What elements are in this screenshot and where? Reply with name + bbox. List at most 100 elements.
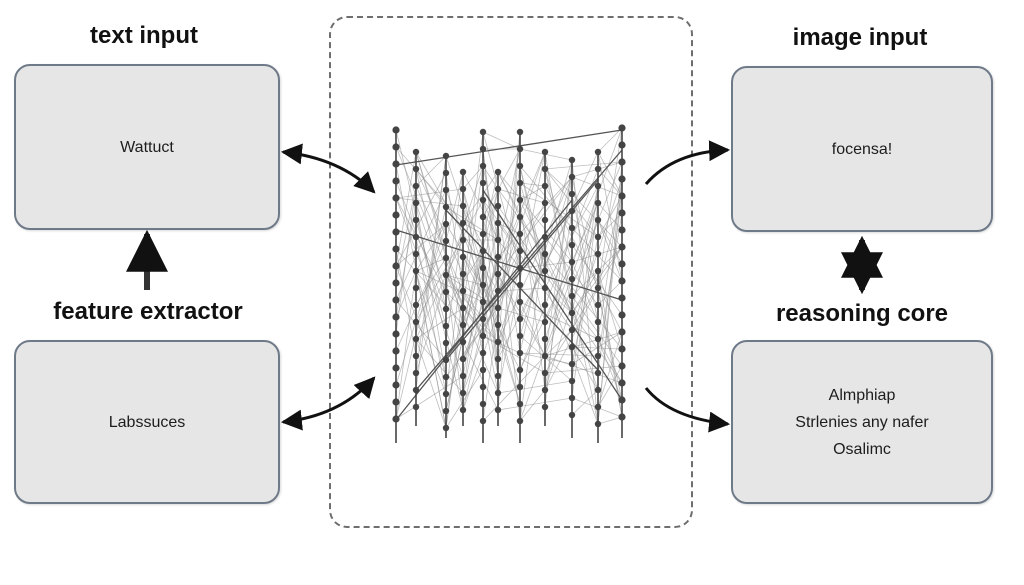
- network-edge: [395, 172, 447, 267]
- network-node: [412, 267, 420, 275]
- network-edge: [462, 341, 499, 411]
- network-node: [479, 417, 487, 425]
- network-edge: [519, 389, 546, 422]
- network-node: [442, 203, 450, 211]
- network-edge: [497, 188, 546, 204]
- network-node: [392, 228, 400, 236]
- network-edge: [571, 346, 599, 391]
- network-edge: [544, 329, 573, 357]
- network-node: [618, 192, 626, 200]
- network-node: [412, 403, 420, 411]
- network-node: [541, 318, 549, 326]
- network-node: [459, 406, 467, 414]
- network-edge: [462, 171, 499, 326]
- network-node: [618, 243, 626, 251]
- network-edge: [544, 159, 573, 408]
- network-node: [618, 396, 626, 404]
- network-node: [442, 169, 450, 177]
- network-edge: [497, 151, 546, 394]
- network-node: [618, 362, 626, 370]
- network-node: [541, 148, 549, 156]
- network-edge: [497, 171, 521, 218]
- network-node: [494, 304, 502, 312]
- network-node: [442, 322, 450, 330]
- network-node: [442, 271, 450, 279]
- network-node: [494, 202, 502, 210]
- network-edge: [415, 151, 484, 269]
- network-node: [459, 236, 467, 244]
- network-nodes: [392, 124, 626, 432]
- network-node: [412, 165, 420, 173]
- network-node: [516, 196, 524, 204]
- network-edge: [597, 161, 623, 221]
- network-edge: [571, 312, 599, 391]
- image-input-box-label: focensa!: [831, 140, 893, 158]
- network-node: [442, 237, 450, 245]
- network-edge: [415, 257, 447, 306]
- network-node: [516, 247, 524, 255]
- network-edge: [415, 270, 484, 303]
- network-node: [594, 267, 602, 275]
- network-edge: [571, 295, 623, 367]
- network-node: [594, 420, 602, 428]
- network-node: [568, 360, 576, 368]
- network-node: [516, 230, 524, 238]
- network-edge: [597, 178, 623, 340]
- network-edge: [544, 168, 573, 195]
- network-edge: [395, 151, 417, 267]
- feature-extractor-box-label: Labssuces: [108, 413, 186, 431]
- network-node: [479, 383, 487, 391]
- network-node: [516, 213, 524, 221]
- network-node: [442, 254, 450, 262]
- network-node: [412, 352, 420, 360]
- network-node: [516, 383, 524, 391]
- network-node: [541, 233, 549, 241]
- network-node: [442, 220, 450, 228]
- network-edge: [519, 233, 546, 323]
- network-node: [412, 284, 420, 292]
- network-edge: [519, 301, 546, 357]
- network-node: [412, 199, 420, 207]
- network-edge: [519, 182, 546, 272]
- network-edge: [395, 223, 447, 267]
- network-edge: [597, 365, 623, 408]
- network-edge: [415, 257, 447, 272]
- network-node: [459, 355, 467, 363]
- arrow-to-reasoning-core: [644, 387, 731, 433]
- network-node: [459, 202, 467, 210]
- network-node: [594, 199, 602, 207]
- network-node: [594, 301, 602, 309]
- network-node: [494, 321, 502, 329]
- network-edge: [445, 369, 484, 429]
- network-edge: [597, 178, 623, 425]
- network-node: [516, 315, 524, 323]
- network-node: [412, 369, 420, 377]
- network-edge: [462, 205, 499, 394]
- network-node: [516, 366, 524, 374]
- network-edge: [571, 389, 599, 416]
- network-node: [541, 369, 549, 377]
- network-node: [494, 168, 502, 176]
- network-edge: [445, 291, 499, 343]
- network-edge: [519, 182, 546, 187]
- network-node: [392, 347, 400, 355]
- network-edge: [597, 338, 623, 401]
- network-node: [479, 128, 487, 136]
- network-edge: [482, 216, 499, 292]
- network-edge: [597, 287, 623, 418]
- text-input-box: Wattuct: [14, 64, 280, 230]
- network-node: [479, 332, 487, 340]
- network-node: [479, 162, 487, 170]
- network-edge: [415, 236, 447, 395]
- network-node: [442, 356, 450, 364]
- network-node: [516, 128, 524, 136]
- network-edge: [497, 131, 521, 343]
- network-edge: [482, 199, 521, 252]
- network-node: [392, 160, 400, 168]
- network-node: [479, 298, 487, 306]
- feature-extractor-heading: feature extractor: [53, 298, 243, 325]
- network-node: [442, 339, 450, 347]
- network-node: [459, 338, 467, 346]
- network-edge: [597, 270, 623, 418]
